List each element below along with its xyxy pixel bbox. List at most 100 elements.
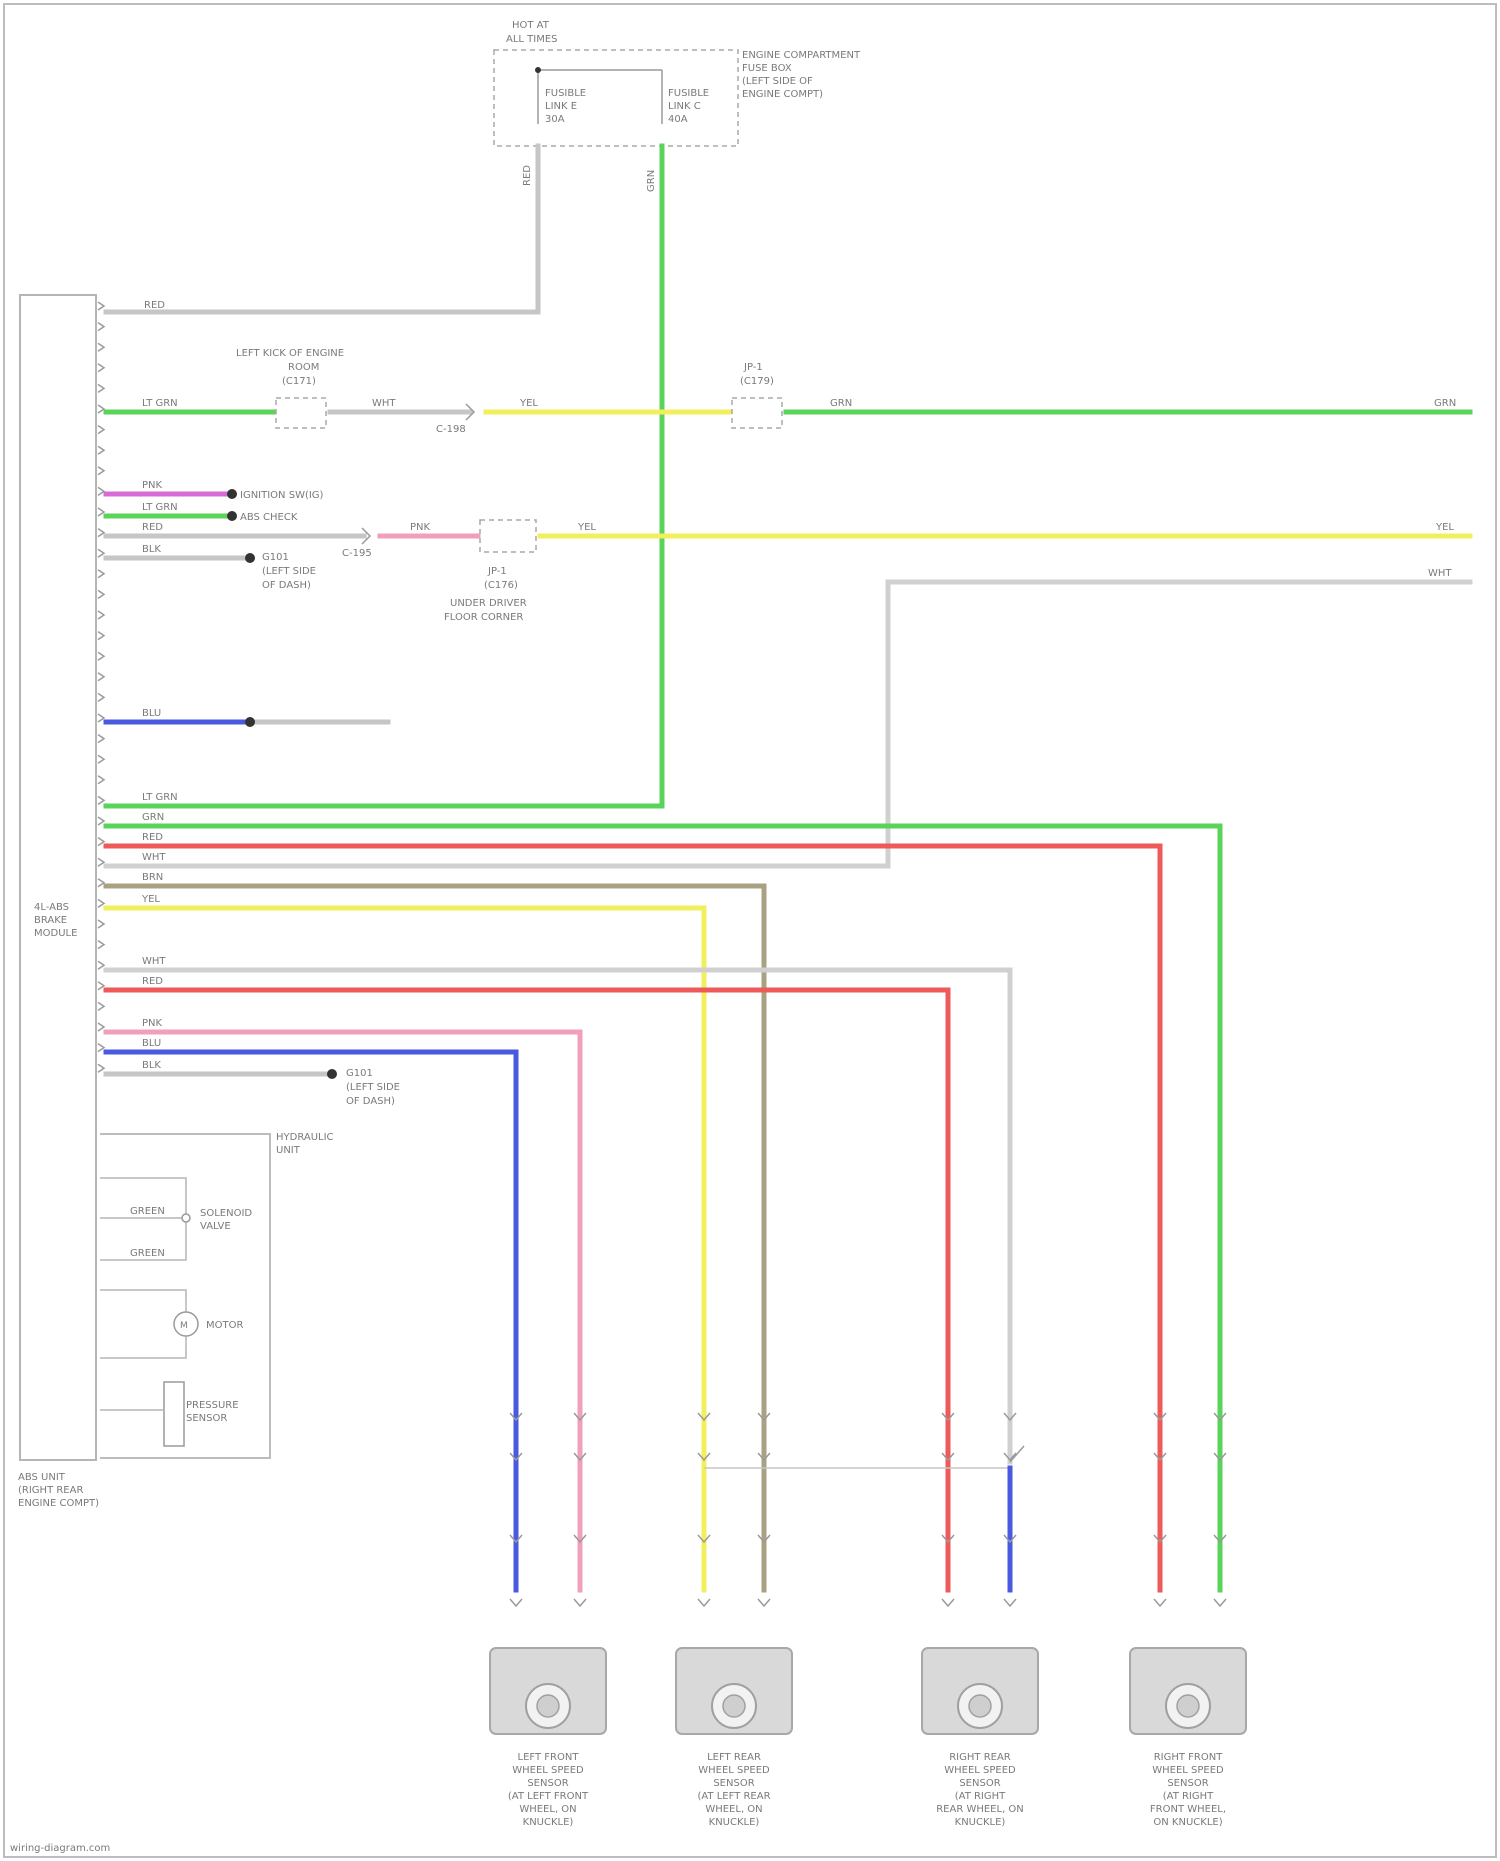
leg-connector-chevron (942, 1599, 954, 1606)
ground-g101-b (327, 1069, 337, 1079)
hydraulic-title-2: UNIT (276, 1145, 301, 1156)
wire-label-wht: WHT (372, 398, 396, 409)
module-pin-tick (98, 632, 104, 640)
sensor-rf-caption-5: FRONT WHEEL, (1150, 1804, 1226, 1815)
connector-c171: LEFT KICK OF ENGINE ROOM (C171) (236, 348, 344, 428)
wire-label-pnk-3: PNK (142, 1018, 163, 1029)
ground2-label-2: (LEFT SIDE (346, 1082, 400, 1093)
ground2-label-1: G101 (346, 1068, 373, 1079)
fuse-b-1: FUSIBLE (668, 88, 709, 99)
module-location-2: (RIGHT REAR (18, 1485, 83, 1496)
sensor-captions: LEFT FRONT WHEEL SPEED SENSOR (AT LEFT F… (508, 1752, 1226, 1828)
splice-ignition (227, 489, 237, 499)
wire-label-red-1: RED (142, 522, 163, 533)
module-location-1: ABS UNIT (18, 1472, 66, 1483)
module-pin-tick (98, 693, 104, 701)
sensor-rr-caption-1: RIGHT REAR (949, 1752, 1011, 1763)
fuse-caption-3: (LEFT SIDE OF (742, 76, 813, 87)
connector-c198: C-198 (436, 404, 474, 435)
wire-label-wht-2: WHT (1428, 568, 1452, 579)
wire-label-yel-1: YEL (519, 398, 538, 409)
fuse-caption-1: ENGINE COMPARTMENT (742, 50, 861, 61)
wire-grn-rf (106, 826, 1220, 1590)
module-pin-tick (98, 961, 104, 969)
wire-label-yel-2: YEL (577, 522, 596, 533)
wire-red-rr (106, 990, 948, 1590)
leg-connector-chevron (574, 1599, 586, 1606)
c171-label-3: (C171) (282, 376, 316, 387)
fuse-box: HOT AT ALL TIMES FUSIBLE LINK E 30A FUSI… (494, 20, 861, 146)
module-pin-tick (98, 426, 104, 434)
sensor-rr-caption-2: WHEEL SPEED (944, 1765, 1016, 1776)
module-pin-tick (98, 405, 104, 413)
sensor-leg-connectors (510, 1413, 1226, 1606)
module-pin-tick (98, 611, 104, 619)
wire-label-blu-2: BLU (142, 1038, 161, 1049)
module-pin-tick (98, 1002, 104, 1010)
module-pin-tick (98, 838, 104, 846)
abs-module-body (20, 295, 96, 1460)
module-pin-tick (98, 590, 104, 598)
c198-label: C-198 (436, 424, 466, 435)
module-pin-tick (98, 941, 104, 949)
sensor-rr-caption-4: (AT RIGHT (955, 1791, 1006, 1802)
sensor-rf-caption-6: ON KNUCKLE) (1153, 1817, 1222, 1828)
wire-label-blk-1: BLK (142, 544, 161, 555)
module-pin-tick (98, 487, 104, 495)
valve-label-1: SOLENOID (200, 1208, 252, 1219)
module-pin-tick (98, 323, 104, 331)
sensor-rr-caption-6: KNUCKLE) (955, 1817, 1006, 1828)
module-pin-tick (98, 364, 104, 372)
module-pin-tick (98, 920, 104, 928)
hydraulic-wire-1: GREEN (130, 1206, 165, 1217)
hydraulic-title-1: HYDRAULIC (276, 1132, 334, 1143)
leg-connector-chevron (510, 1599, 522, 1606)
module-pin-tick (98, 446, 104, 454)
wire-red-power (106, 146, 538, 312)
valve-label-2: VALVE (200, 1221, 231, 1232)
ground-g101-a (245, 553, 255, 563)
c195-label: C-195 (342, 548, 372, 559)
sensor-right-front (1130, 1648, 1246, 1734)
sensor-lf-caption-1: LEFT FRONT (518, 1752, 580, 1763)
sensor-left-front (490, 1648, 606, 1734)
module-pin-tick (98, 1044, 104, 1052)
module-pin-tick (98, 714, 104, 722)
wire-label-grn-3: GRN (142, 812, 164, 823)
module-pin-tick (98, 302, 104, 310)
wire-label-lt-grn-1: LT GRN (142, 398, 178, 409)
module-name-3: MODULE (34, 928, 77, 939)
ground2-label-3: OF DASH) (346, 1096, 395, 1107)
module-name-1: 4L-ABS (34, 902, 69, 913)
wire-lt-grn-fuse (106, 146, 662, 806)
sensor-lr-caption-5: WHEEL, ON (705, 1804, 762, 1815)
module-pin-tick (98, 549, 104, 557)
pressure-sensor-icon (164, 1382, 184, 1446)
leg-connector-chevron (1004, 1599, 1016, 1606)
ground1-label-2: (LEFT SIDE (262, 566, 316, 577)
sensor-right-rear (922, 1648, 1038, 1734)
c176-label-1: JP-1 (487, 566, 507, 577)
leg-connector-chevron (698, 1599, 710, 1606)
wire-label-pnk: PNK (142, 480, 163, 491)
hydraulic-unit: HYDRAULIC UNIT GREEN GREEN SOLENOID VALV… (100, 1132, 334, 1458)
wire-label-pnk-2: PNK (410, 522, 431, 533)
module-name-2: BRAKE (34, 915, 67, 926)
module-location-3: ENGINE COMPT) (18, 1498, 99, 1509)
fuse-a-1: FUSIBLE (545, 88, 586, 99)
wire-label-red-top-b: RED (144, 300, 165, 311)
leg-connector-chevron (758, 1599, 770, 1606)
c176-caption-2: FLOOR CORNER (444, 612, 523, 623)
module-pin-tick (98, 1064, 104, 1072)
module-pin-tick (98, 776, 104, 784)
splice-abs-check (227, 511, 237, 521)
fuse-caption-4: ENGINE COMPT) (742, 89, 823, 100)
fuse-b-3: 40A (668, 114, 688, 125)
wire-label-wht-3: WHT (142, 852, 166, 863)
fuse-box-title-2: ALL TIMES (506, 34, 558, 45)
wire-pnk-lf (106, 1032, 580, 1590)
wire-label-lt-grn-2: LT GRN (142, 502, 178, 513)
module-pin-tick (98, 796, 104, 804)
sensor-lr-caption-3: SENSOR (713, 1778, 754, 1789)
